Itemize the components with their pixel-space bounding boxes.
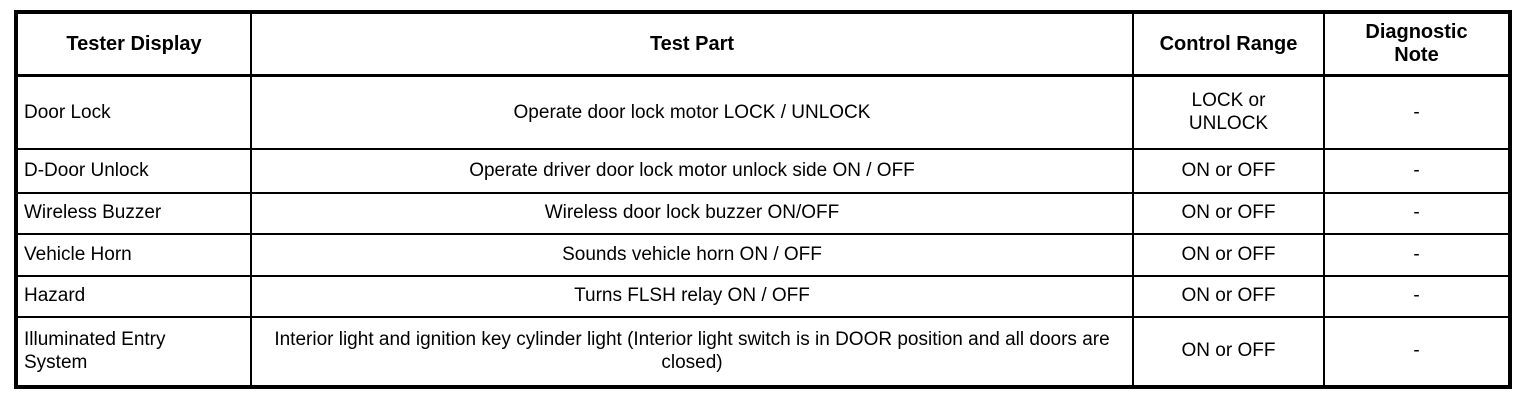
cell-text: Operate driver door lock motor unlock si… (469, 159, 915, 181)
cell-test-part: Operate door lock motor LOCK / UNLOCK (250, 74, 1134, 150)
cell-tester-display: Illuminated Entry System (15, 315, 252, 388)
cell-control-range: ON or OFF (1132, 191, 1325, 235)
cell-diagnostic-note: - (1323, 232, 1511, 277)
cell-test-part: Interior light and ignition key cylinder… (250, 315, 1134, 388)
cell-text: Operate door lock motor LOCK / UNLOCK (513, 101, 871, 123)
col-header-test-part: Test Part (250, 11, 1134, 77)
cell-text: Illuminated Entry System (24, 328, 166, 373)
table-row: Door Lock Operate door lock motor LOCK /… (15, 74, 1511, 150)
cell-text: D-Door Unlock (24, 159, 149, 181)
cell-text: Wireless door lock buzzer ON/OFF (544, 202, 840, 224)
cell-diagnostic-note: - (1323, 315, 1511, 388)
cell-test-part: Turns FLSH relay ON / OFF (250, 274, 1134, 318)
table-row: Wireless Buzzer Wireless door lock buzze… (15, 191, 1511, 235)
cell-text: - (1413, 202, 1420, 224)
cell-text: - (1413, 340, 1420, 362)
header-row: Tester Display Test Part Control Range D… (15, 11, 1511, 77)
cell-text: ON or OFF (1181, 243, 1276, 265)
cell-text: ON or OFF (1181, 340, 1276, 362)
active-test-table: Tester Display Test Part Control Range D… (14, 10, 1512, 389)
table-body: Door Lock Operate door lock motor LOCK /… (15, 74, 1511, 388)
cell-text: Interior light and ignition key cylinder… (274, 328, 1110, 373)
col-header-label: Tester Display (66, 32, 202, 55)
cell-control-range: ON or OFF (1132, 274, 1325, 318)
col-header-label: Diagnostic Note (1365, 21, 1468, 66)
cell-text: Sounds vehicle horn ON / OFF (562, 243, 822, 265)
cell-tester-display: Vehicle Horn (15, 232, 252, 277)
cell-control-range: ON or OFF (1132, 232, 1325, 277)
cell-tester-display: Door Lock (15, 74, 252, 150)
cell-text: Turns FLSH relay ON / OFF (574, 285, 810, 307)
table-row: Vehicle Horn Sounds vehicle horn ON / OF… (15, 232, 1511, 277)
col-header-label: Test Part (649, 32, 735, 55)
cell-test-part: Wireless door lock buzzer ON/OFF (250, 191, 1134, 235)
cell-diagnostic-note: - (1323, 191, 1511, 235)
cell-control-range: ON or OFF (1132, 315, 1325, 388)
cell-test-part: Sounds vehicle horn ON / OFF (250, 232, 1134, 277)
cell-diagnostic-note: - (1323, 274, 1511, 318)
cell-text: Wireless Buzzer (24, 202, 162, 224)
cell-text: ON or OFF (1181, 202, 1276, 224)
cell-text: Vehicle Horn (24, 243, 132, 265)
cell-test-part: Operate driver door lock motor unlock si… (250, 147, 1134, 194)
cell-diagnostic-note: - (1323, 147, 1511, 194)
cell-text: - (1413, 159, 1420, 181)
table-row: D-Door Unlock Operate driver door lock m… (15, 147, 1511, 194)
table-row: Illuminated Entry System Interior light … (15, 315, 1511, 388)
cell-control-range: LOCK or UNLOCK (1132, 74, 1325, 150)
cell-text: - (1413, 101, 1420, 123)
col-header-tester-display: Tester Display (15, 11, 252, 77)
col-header-control-range: Control Range (1132, 11, 1325, 77)
col-header-diagnostic-note: Diagnostic Note (1323, 11, 1511, 77)
cell-text: LOCK or UNLOCK (1188, 90, 1269, 135)
cell-tester-display: D-Door Unlock (15, 147, 252, 194)
cell-text: - (1413, 243, 1420, 265)
cell-control-range: ON or OFF (1132, 147, 1325, 194)
cell-text: - (1413, 285, 1420, 307)
cell-tester-display: Hazard (15, 274, 252, 318)
cell-diagnostic-note: - (1323, 74, 1511, 150)
cell-tester-display: Wireless Buzzer (15, 191, 252, 235)
cell-text: Door Lock (24, 101, 111, 123)
cell-text: Hazard (24, 285, 86, 307)
table-row: Hazard Turns FLSH relay ON / OFF ON or O… (15, 274, 1511, 318)
cell-text: ON or OFF (1181, 159, 1276, 181)
col-header-label: Control Range (1159, 32, 1298, 55)
cell-text: ON or OFF (1181, 285, 1276, 307)
